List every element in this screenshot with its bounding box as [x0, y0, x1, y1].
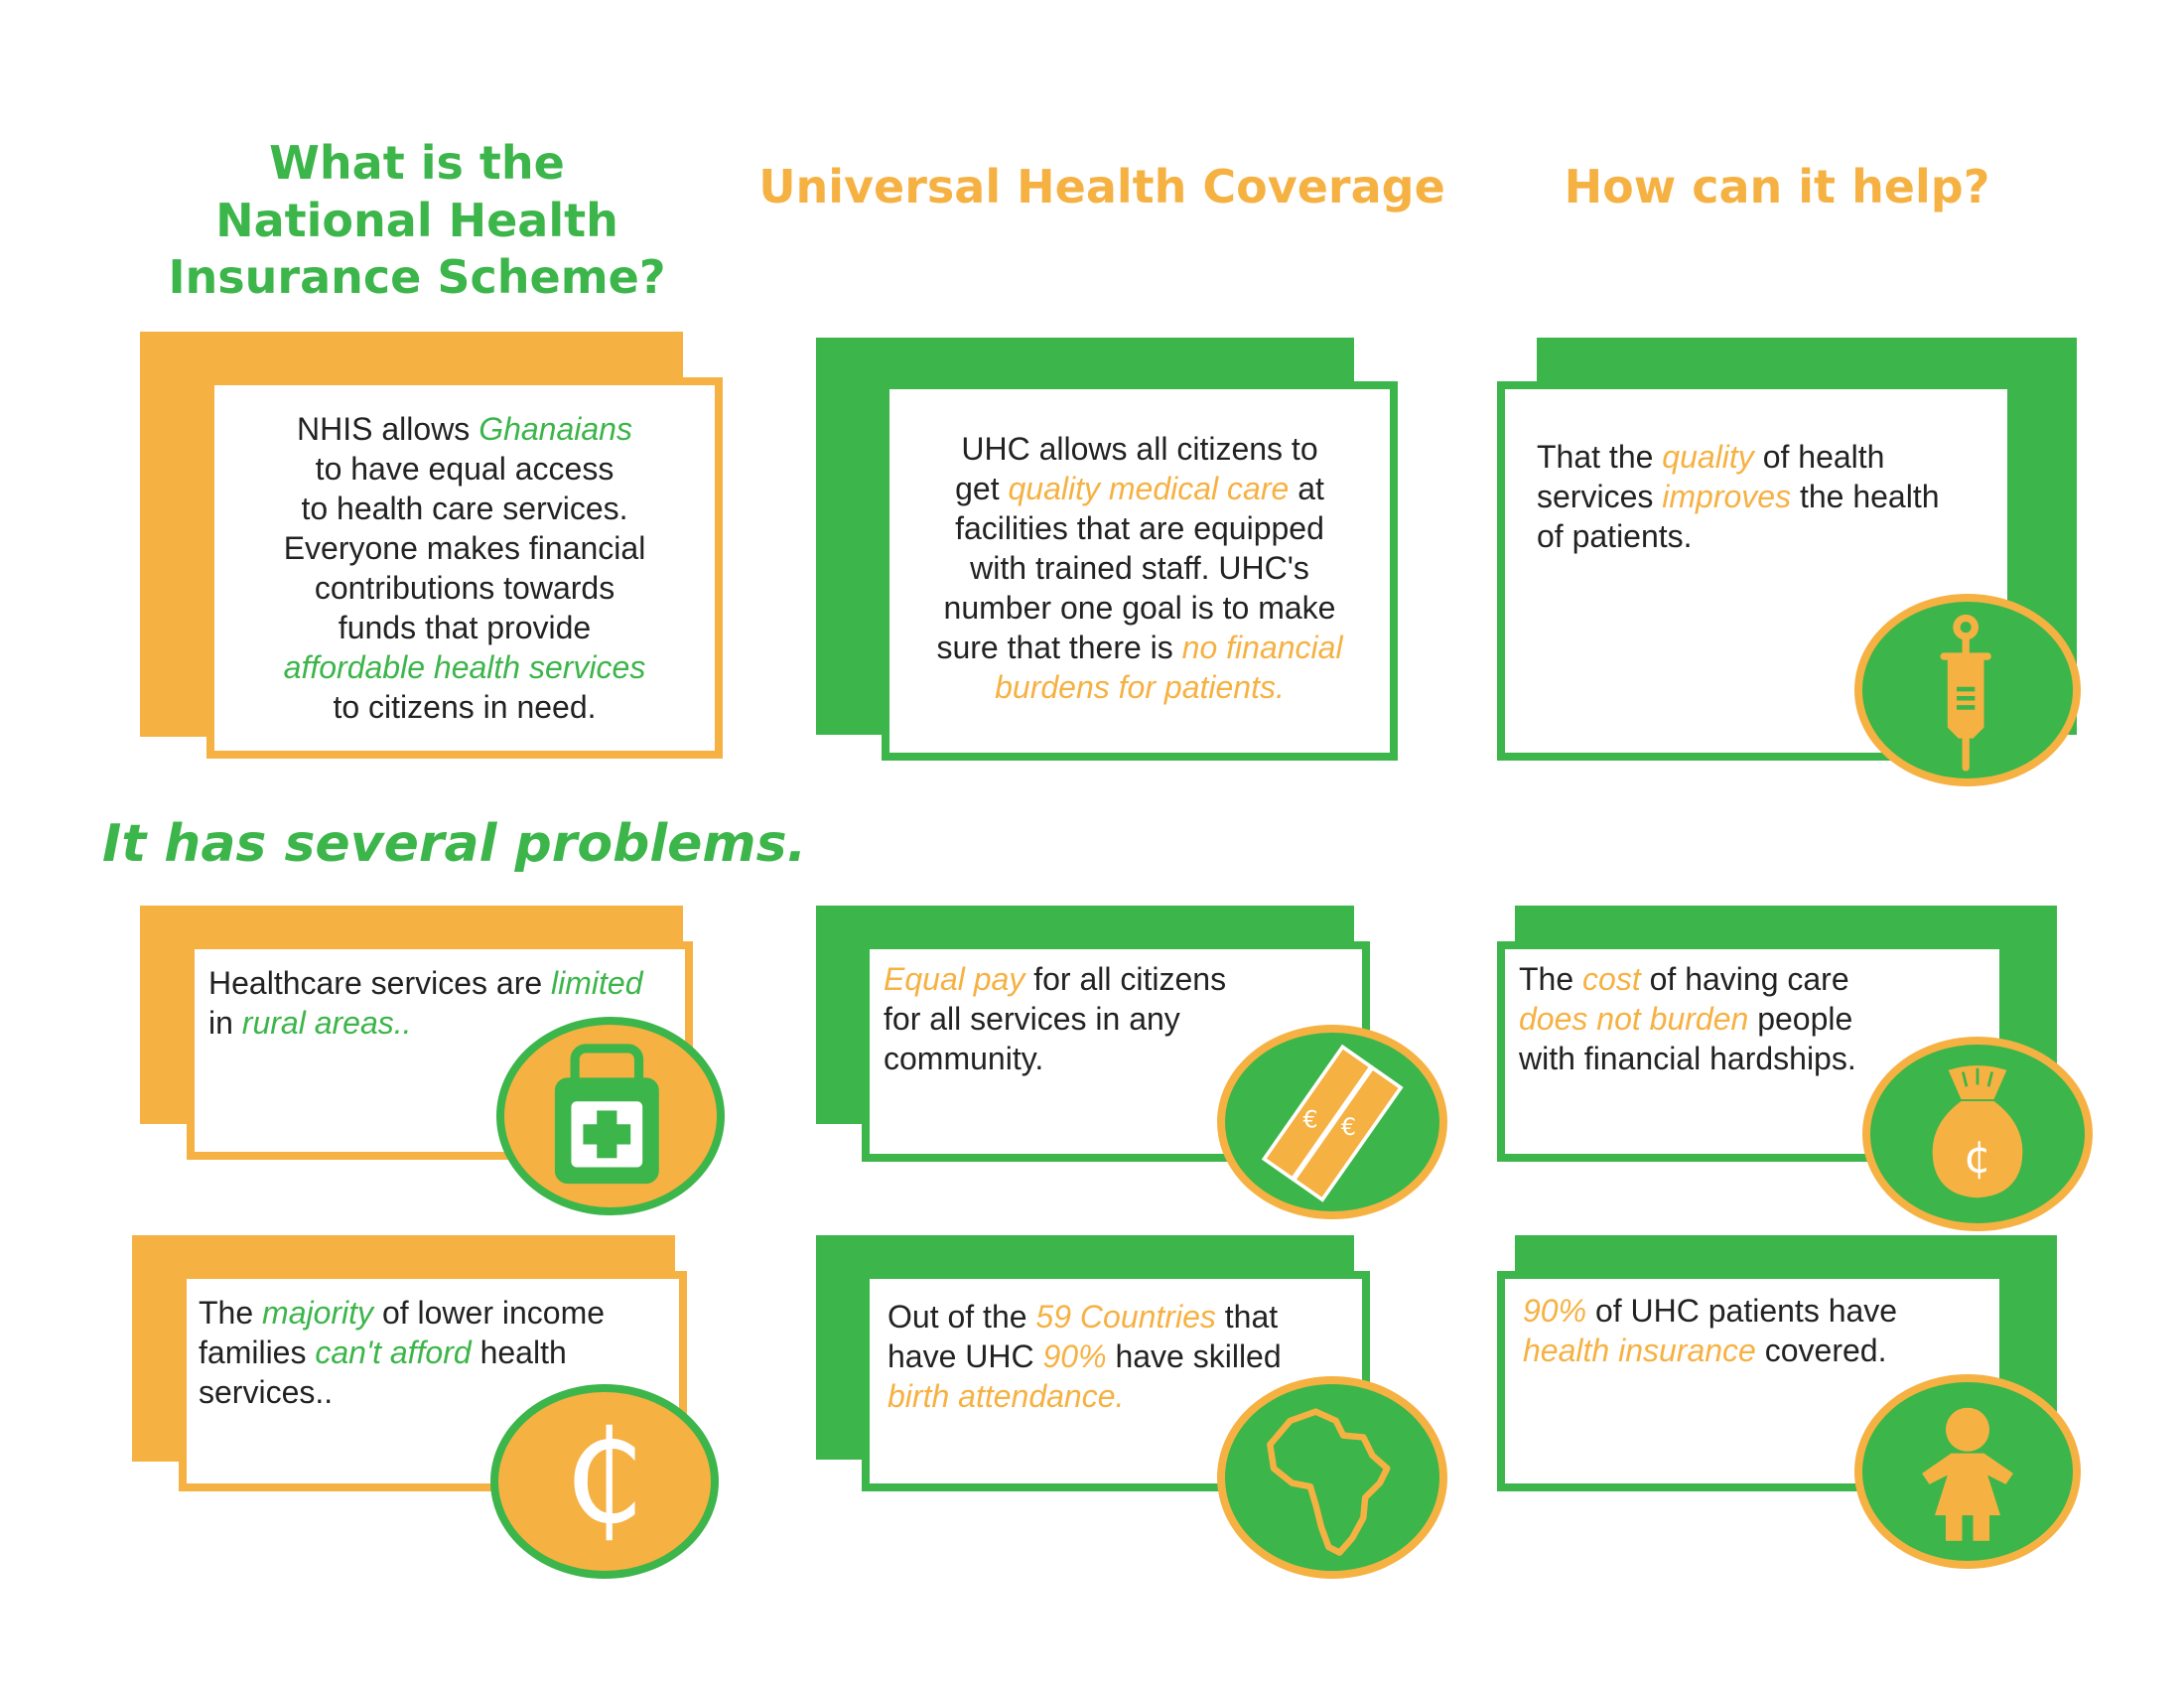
highlight-majority: majority	[262, 1295, 374, 1331]
highlight-rural-areas: rural areas..	[241, 1005, 412, 1041]
money-bag-badge: ¢	[1862, 1037, 2093, 1231]
cedi-coin-badge: ₵	[490, 1384, 719, 1579]
person-badge	[1854, 1374, 2081, 1569]
text-line: facilities that are equipped	[955, 510, 1324, 546]
nhis-card-text: NHIS allows Ghanaians to have equal acce…	[216, 409, 713, 727]
problems-heading: It has several problems.	[102, 814, 807, 874]
text-run: That the	[1537, 439, 1663, 475]
text-run: people	[1748, 1001, 1853, 1037]
text-run: of health	[1753, 439, 1885, 475]
highlight-90-percent: 90%	[1042, 1338, 1107, 1374]
text-line: services..	[199, 1374, 334, 1410]
text-run: Out of the	[887, 1299, 1036, 1335]
highlight-equal-pay: Equal pay	[884, 961, 1025, 997]
cedi-symbol: ¢	[1964, 1133, 1991, 1184]
text-line: community.	[884, 1041, 1044, 1076]
text-run: NHIS allows	[297, 411, 479, 447]
text-run: for all citizens	[1024, 961, 1227, 997]
text-line: with trained staff. UHC's	[970, 550, 1309, 586]
text-run: of having care	[1640, 961, 1849, 997]
rural-card-text: Healthcare services are limited in rural…	[208, 963, 695, 1043]
text-run: Healthcare services are	[208, 965, 552, 1001]
euro-symbol: €	[1302, 1106, 1317, 1134]
banknotes-badge: € €	[1217, 1025, 1447, 1219]
text-run: at	[1289, 471, 1324, 506]
nhis-heading-line-2: National Health	[215, 193, 618, 247]
text-line: UHC allows all citizens to	[961, 431, 1318, 467]
text-line: to citizens in need.	[333, 689, 597, 725]
cedi-coin-icon: ₵	[564, 1404, 645, 1552]
text-run: have skilled	[1106, 1338, 1282, 1374]
text-run: in	[208, 1005, 242, 1041]
help-heading: How can it help?	[1564, 160, 1990, 213]
syringe-badge	[1854, 594, 2081, 786]
text-run: services	[1537, 479, 1663, 514]
euro-symbol: €	[1341, 1113, 1356, 1141]
text-run: get	[955, 471, 1009, 506]
text-run: health	[471, 1335, 567, 1370]
money-bag-icon: ¢	[1932, 1065, 2023, 1198]
syringe-icon	[1940, 614, 1991, 772]
highlight-ghanaians: Ghanaians	[478, 411, 632, 447]
text-line: number one goal is to make	[943, 590, 1336, 626]
text-line: to have equal access	[315, 451, 614, 487]
highlight-does-not-burden: does not burden	[1519, 1001, 1749, 1037]
pay-card-text: Equal pay for all citizens for all servi…	[884, 959, 1360, 1078]
text-run: of UHC patients have	[1586, 1293, 1898, 1329]
highlight-cost: cost	[1582, 961, 1641, 997]
text-line: of patients.	[1537, 518, 1693, 554]
highlight-59-countries: 59 Countries	[1035, 1299, 1216, 1335]
africa-map-icon	[1267, 1408, 1391, 1556]
highlight-quality: quality	[1662, 439, 1754, 475]
person-icon	[1922, 1407, 2013, 1541]
text-line: funds that provide	[338, 610, 592, 645]
highlight-affordable: affordable health services	[283, 649, 646, 685]
highlight-cant-afford: can't afford	[315, 1335, 472, 1370]
text-run: that	[1215, 1299, 1279, 1335]
text-run: have UHC	[887, 1338, 1043, 1374]
text-run: families	[199, 1335, 316, 1370]
banknotes-icon: € €	[1261, 1044, 1404, 1202]
nhis-heading: What is the National Health Insurance Sc…	[149, 135, 685, 307]
highlight-no-financial: no financial	[1181, 630, 1343, 665]
text-line: Everyone makes financial	[283, 530, 646, 566]
text-run: the health	[1791, 479, 1940, 514]
highlight-improves: improves	[1662, 479, 1792, 514]
highlight-birth-attendance: birth attendance.	[887, 1378, 1125, 1414]
text-run: The	[199, 1295, 263, 1331]
text-line: for all services in any	[884, 1001, 1180, 1037]
text-run: sure that there is	[936, 630, 1182, 665]
highlight-quality-care: quality medical care	[1008, 471, 1290, 506]
afford-card-text: The majority of lower income families ca…	[199, 1293, 675, 1412]
text-line: contributions towards	[314, 570, 615, 606]
highlight-health-insurance: health insurance	[1523, 1333, 1756, 1368]
help-card-text: That the quality of health services impr…	[1537, 437, 2003, 556]
cedi-symbol: ₵	[564, 1404, 645, 1552]
uhc-card	[882, 381, 1398, 761]
text-run: covered.	[1755, 1333, 1887, 1368]
cost-card-text: The cost of having care does not burden …	[1519, 959, 2005, 1078]
text-line: to health care services.	[301, 491, 628, 526]
africa-badge	[1217, 1376, 1447, 1579]
first-aid-kit-icon	[554, 1044, 659, 1185]
insurance-card-text: 90% of UHC patients have health insuranc…	[1523, 1291, 1999, 1370]
text-run: of lower income	[373, 1295, 606, 1331]
highlight-90-percent: 90%	[1523, 1293, 1587, 1329]
text-run: The	[1519, 961, 1583, 997]
highlight-burdens: burdens for patients.	[995, 669, 1285, 705]
nhis-card	[206, 377, 723, 759]
uhc-card-text: UHC allows all citizens to get quality m…	[891, 429, 1388, 707]
uhc-heading: Universal Health Coverage	[758, 160, 1445, 213]
text-line: with financial hardships.	[1519, 1041, 1856, 1076]
nhis-heading-line-1: What is the	[269, 136, 565, 190]
first-aid-badge	[496, 1017, 725, 1215]
highlight-limited: limited	[551, 965, 643, 1001]
afford-card	[179, 1271, 687, 1491]
countries-card-text: Out of the 59 Countries that have UHC 90…	[887, 1297, 1364, 1416]
nhis-heading-line-3: Insurance Scheme?	[168, 250, 666, 304]
